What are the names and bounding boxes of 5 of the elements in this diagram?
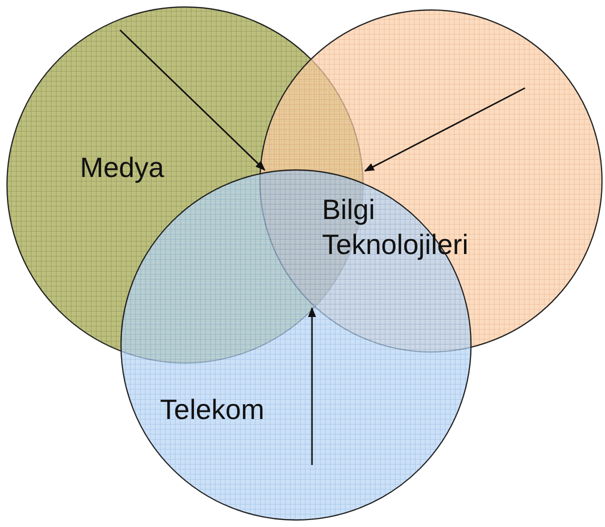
arrow — [119, 29, 266, 171]
circle-label: Medya — [80, 151, 166, 185]
arrow — [308, 307, 316, 465]
circle-label: Telekom — [160, 393, 266, 427]
arrow — [364, 87, 526, 172]
